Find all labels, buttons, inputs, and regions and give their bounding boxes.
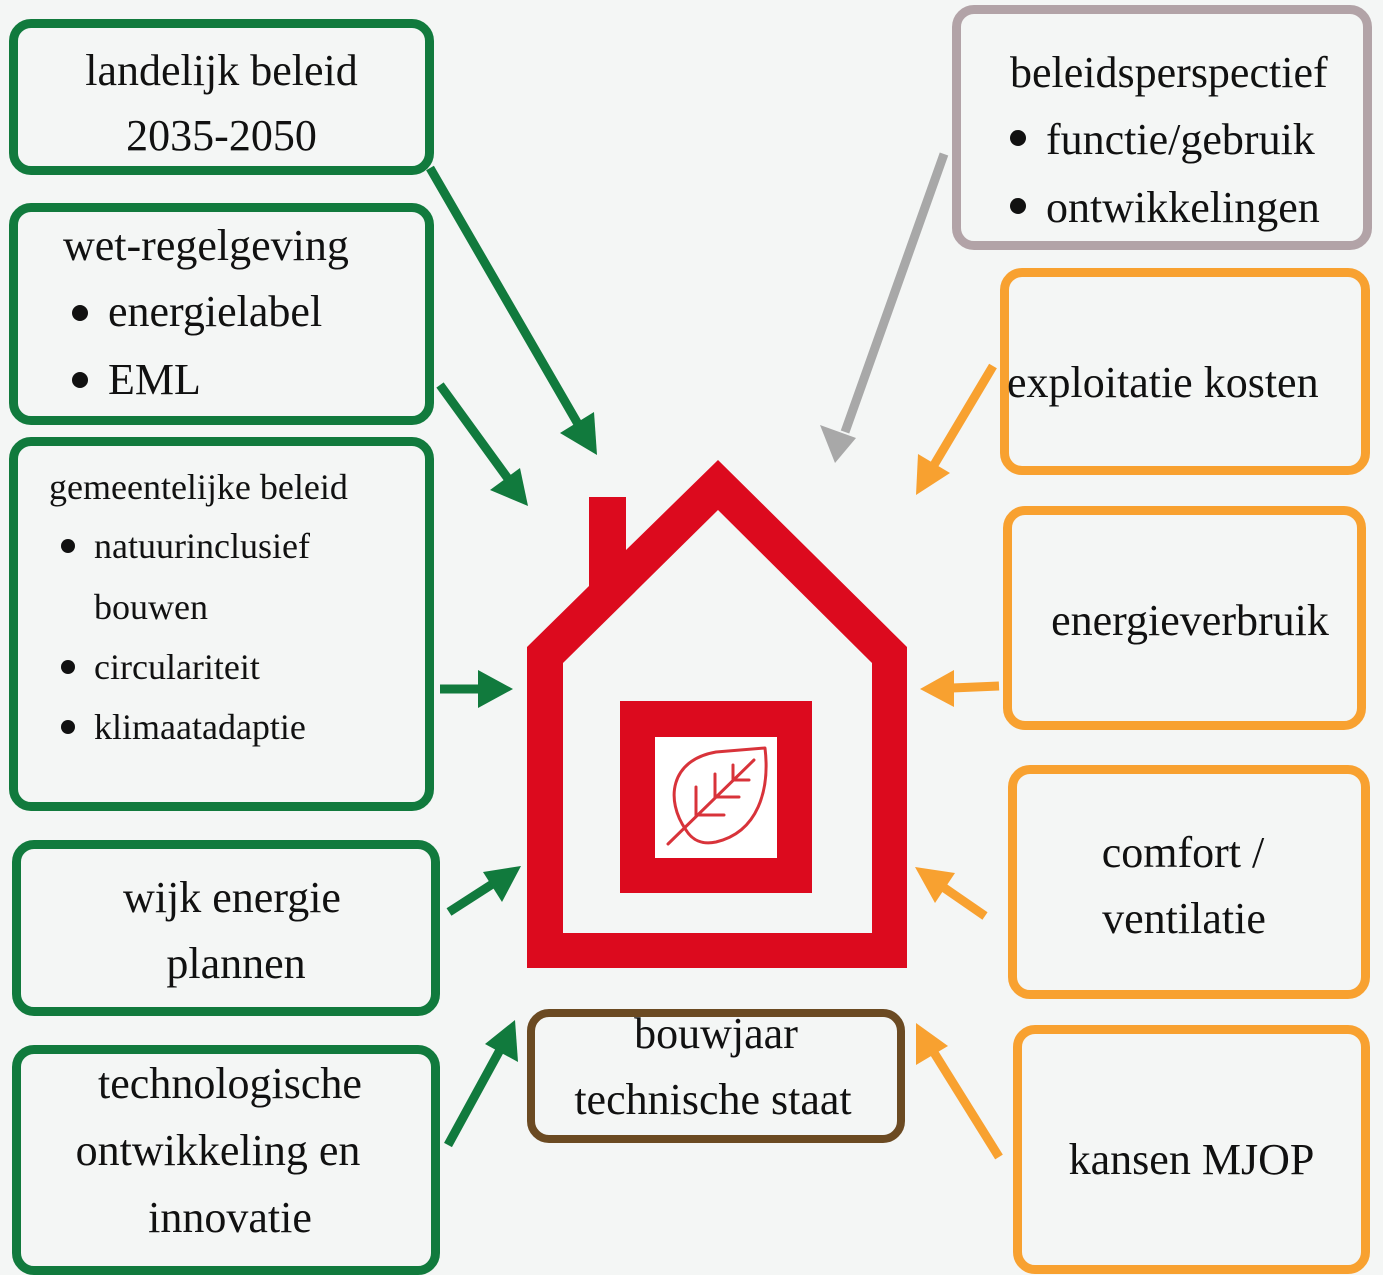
bullet [61,660,75,674]
wet-regelgeving-title: wet-regelgeving [63,221,349,270]
wijk-energie-line2: plannen [166,939,306,988]
bouwjaar-line2: technische staat [574,1075,852,1124]
tech-line3: innovatie [148,1193,312,1242]
bullet [72,372,88,388]
tech-line2: ontwikkeling en [75,1126,361,1175]
arrowhead [478,670,513,708]
wijk-energie-line1: wijk energie [123,873,341,922]
arrow-energieverbruik [951,681,1000,693]
exploitatie-kosten-label: exploitatie kosten [1007,358,1319,407]
arrow-wijk [446,879,497,916]
arrowhead [916,454,950,495]
arrowhead [485,1020,518,1062]
arrowhead [820,425,856,463]
beleidsperspectief-box [952,5,1372,250]
wet-item-eml: EML [108,355,201,404]
gemeente-item-klimaatadaptie: klimaatadaptie [94,707,306,747]
comfort-line1: comfort / [1101,828,1265,877]
arrowhead [490,468,528,506]
gemeentelijke-beleid-title: gemeentelijke beleid [49,467,348,507]
arrowhead [916,1023,948,1065]
arrow-beleidsperspectief [840,152,949,434]
landelijk-beleid-years: 2035-2050 [126,111,317,160]
energieverbruik-box [1003,506,1366,730]
arrowhead [560,412,597,455]
bullet [1010,198,1026,214]
wet-item-energielabel: energielabel [108,287,323,336]
tech-line1: technologische [98,1059,362,1108]
beleid-item-functie: functie/gebruik [1046,115,1315,164]
leaf-icon [666,746,768,846]
wijk-energie-box [12,840,440,1016]
bouwjaar-line1: bouwjaar [634,1009,798,1058]
arrow-wet [436,382,513,483]
gemeente-item-natuurinclusief: natuurinclusief [94,526,310,566]
bullet [72,305,88,321]
bullet [61,720,75,734]
arrow-kansen [929,1048,1003,1160]
arrow-landelijk [426,165,582,427]
comfort-ventilatie-box [1008,765,1370,999]
energieverbruik-label: energieverbruik [1051,596,1329,645]
kansen-mjop-box [1013,1025,1370,1274]
arrow-tech [444,1045,505,1148]
arrowhead [920,670,954,707]
arrowhead [915,867,955,903]
bullet [61,539,75,553]
gemeentelijke-beleid-box [9,437,434,811]
comfort-line2: ventilatie [1102,894,1266,943]
bullet [1010,130,1026,146]
beleidsperspectief-title: beleidsperspectief [1010,48,1328,97]
bouwjaar-box [527,1009,905,1143]
gemeente-item-circulariteit: circulariteit [94,647,260,687]
beleid-item-ontwikkelingen: ontwikkelingen [1046,183,1320,232]
gemeente-item-bouwen: bouwen [94,587,208,627]
arrowhead [483,866,521,902]
arrow-exploitatie [930,363,997,468]
wet-regelgeving-box [9,203,434,425]
landelijk-beleid-title: landelijk beleid [85,46,358,95]
exploitatie-kosten-box [1000,268,1370,475]
arrow-comfort [940,883,988,920]
kansen-mjop-label: kansen MJOP [1068,1135,1315,1184]
landelijk-beleid-box [9,19,434,175]
